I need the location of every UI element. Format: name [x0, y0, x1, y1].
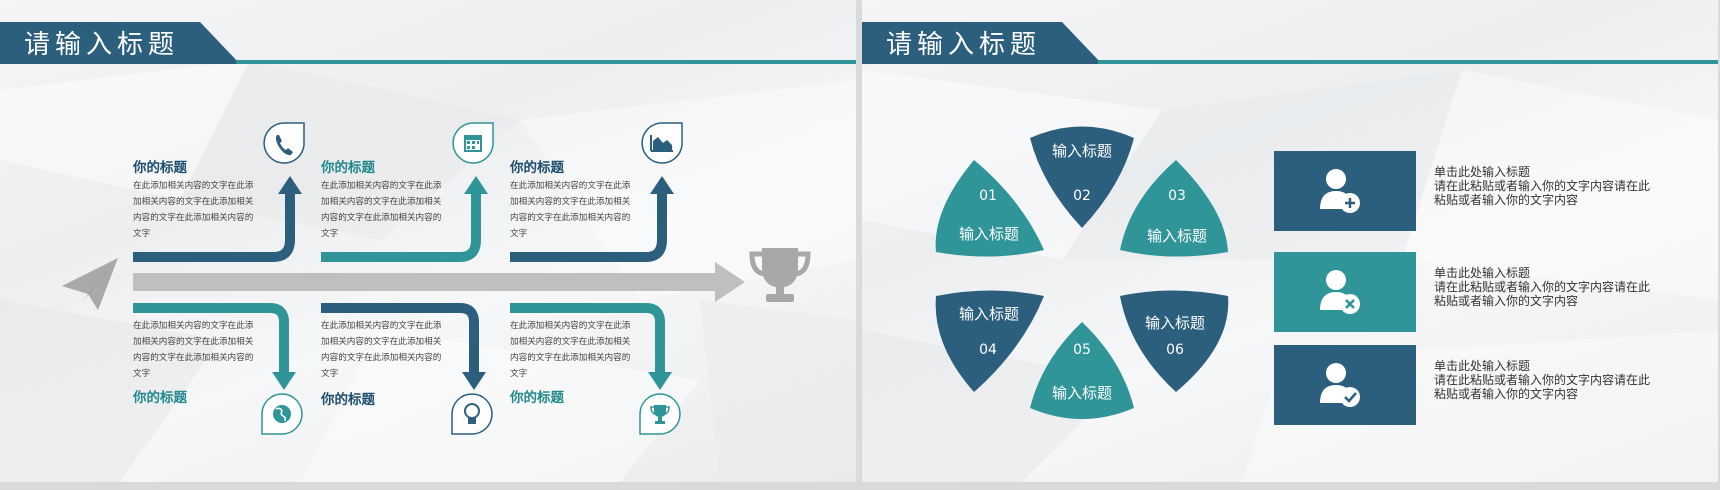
- petal-05: [1030, 322, 1134, 419]
- item-body: 在此添加相关内容的文字在此添加相关内容的文字在此添加相关内容的文字在此添加相关内…: [133, 181, 254, 239]
- trophy-icon: [639, 393, 681, 435]
- petal-06: [1120, 290, 1229, 392]
- petal-number: 01: [979, 188, 997, 204]
- background-polygons: [0, 60, 856, 482]
- box-title: 单击此处输入标题: [1434, 359, 1531, 373]
- info-box: [1274, 252, 1416, 332]
- petal-number: 03: [1168, 188, 1186, 204]
- petal-label: 输入标题: [958, 305, 1019, 323]
- petal-label: 输入标题: [1144, 314, 1205, 332]
- main-arrow: [133, 262, 745, 302]
- trophy-end-icon: [749, 248, 811, 302]
- item-body: 在此添加相关内容的文字在此添加相关内容的文字在此添加相关内容的文字在此添加相关内…: [321, 321, 442, 379]
- petal-label: 输入标题: [1146, 227, 1207, 245]
- box-body: 请在此粘贴或者输入你的文字内容请在此粘贴或者输入你的文字内容: [1434, 280, 1651, 308]
- header-banner: [862, 22, 1718, 64]
- phone-icon: [263, 122, 305, 164]
- box-title: 单击此处输入标题: [1434, 165, 1531, 179]
- globe-icon: [261, 393, 303, 435]
- petal-number: 02: [1073, 188, 1091, 204]
- item-title: 你的标题: [321, 392, 375, 408]
- user-check-icon: [1320, 363, 1360, 407]
- item-title: 你的标题: [133, 390, 187, 406]
- petal-label: 输入标题: [1051, 384, 1112, 402]
- petal-number: 05: [1073, 342, 1091, 358]
- info-box: [1274, 151, 1416, 231]
- user-add-icon: [1320, 169, 1360, 213]
- slide-left: 请输入标题: [0, 0, 856, 482]
- slide-right: 请输入标题 输入标题 02 01 输入标题 03 输入标题 输入标题 04 输入…: [862, 0, 1718, 482]
- petal-diagram: [935, 126, 1229, 419]
- item-title: 你的标题: [321, 160, 375, 176]
- petal-02: [1030, 126, 1134, 228]
- user-remove-icon: [1320, 270, 1360, 314]
- lightbulb-icon: [451, 393, 493, 435]
- petal-label: 输入标题: [1051, 142, 1112, 160]
- item-title: 你的标题: [133, 160, 187, 176]
- petal-number: 04: [979, 342, 997, 358]
- info-box: [1274, 345, 1416, 425]
- box-title: 单击此处输入标题: [1434, 266, 1531, 280]
- slide-title: 请输入标题: [886, 30, 1042, 60]
- item-body: 在此添加相关内容的文字在此添加相关内容的文字在此添加相关内容的文字在此添加相关内…: [510, 181, 631, 239]
- timeline-graphic: [62, 122, 811, 435]
- paper-plane-icon: [62, 258, 118, 310]
- area-chart-icon: [641, 122, 683, 164]
- box-body: 请在此粘贴或者输入你的文字内容请在此粘贴或者输入你的文字内容: [1434, 373, 1651, 401]
- petal-label: 输入标题: [958, 225, 1019, 243]
- box-body: 请在此粘贴或者输入你的文字内容请在此粘贴或者输入你的文字内容: [1434, 179, 1651, 207]
- slide-title: 请输入标题: [24, 30, 180, 60]
- item-body: 在此添加相关内容的文字在此添加相关内容的文字在此添加相关内容的文字在此添加相关内…: [133, 321, 254, 379]
- petal-number: 06: [1166, 342, 1184, 358]
- item-body: 在此添加相关内容的文字在此添加相关内容的文字在此添加相关内容的文字在此添加相关内…: [510, 321, 631, 379]
- calendar-icon: [452, 122, 494, 164]
- petal-04: [935, 290, 1044, 392]
- item-body: 在此添加相关内容的文字在此添加相关内容的文字在此添加相关内容的文字在此添加相关内…: [321, 181, 442, 239]
- petal-01: [935, 160, 1044, 257]
- item-title: 你的标题: [510, 390, 564, 406]
- header-banner: [0, 22, 856, 64]
- petal-03: [1120, 160, 1228, 257]
- item-title: 你的标题: [510, 160, 564, 176]
